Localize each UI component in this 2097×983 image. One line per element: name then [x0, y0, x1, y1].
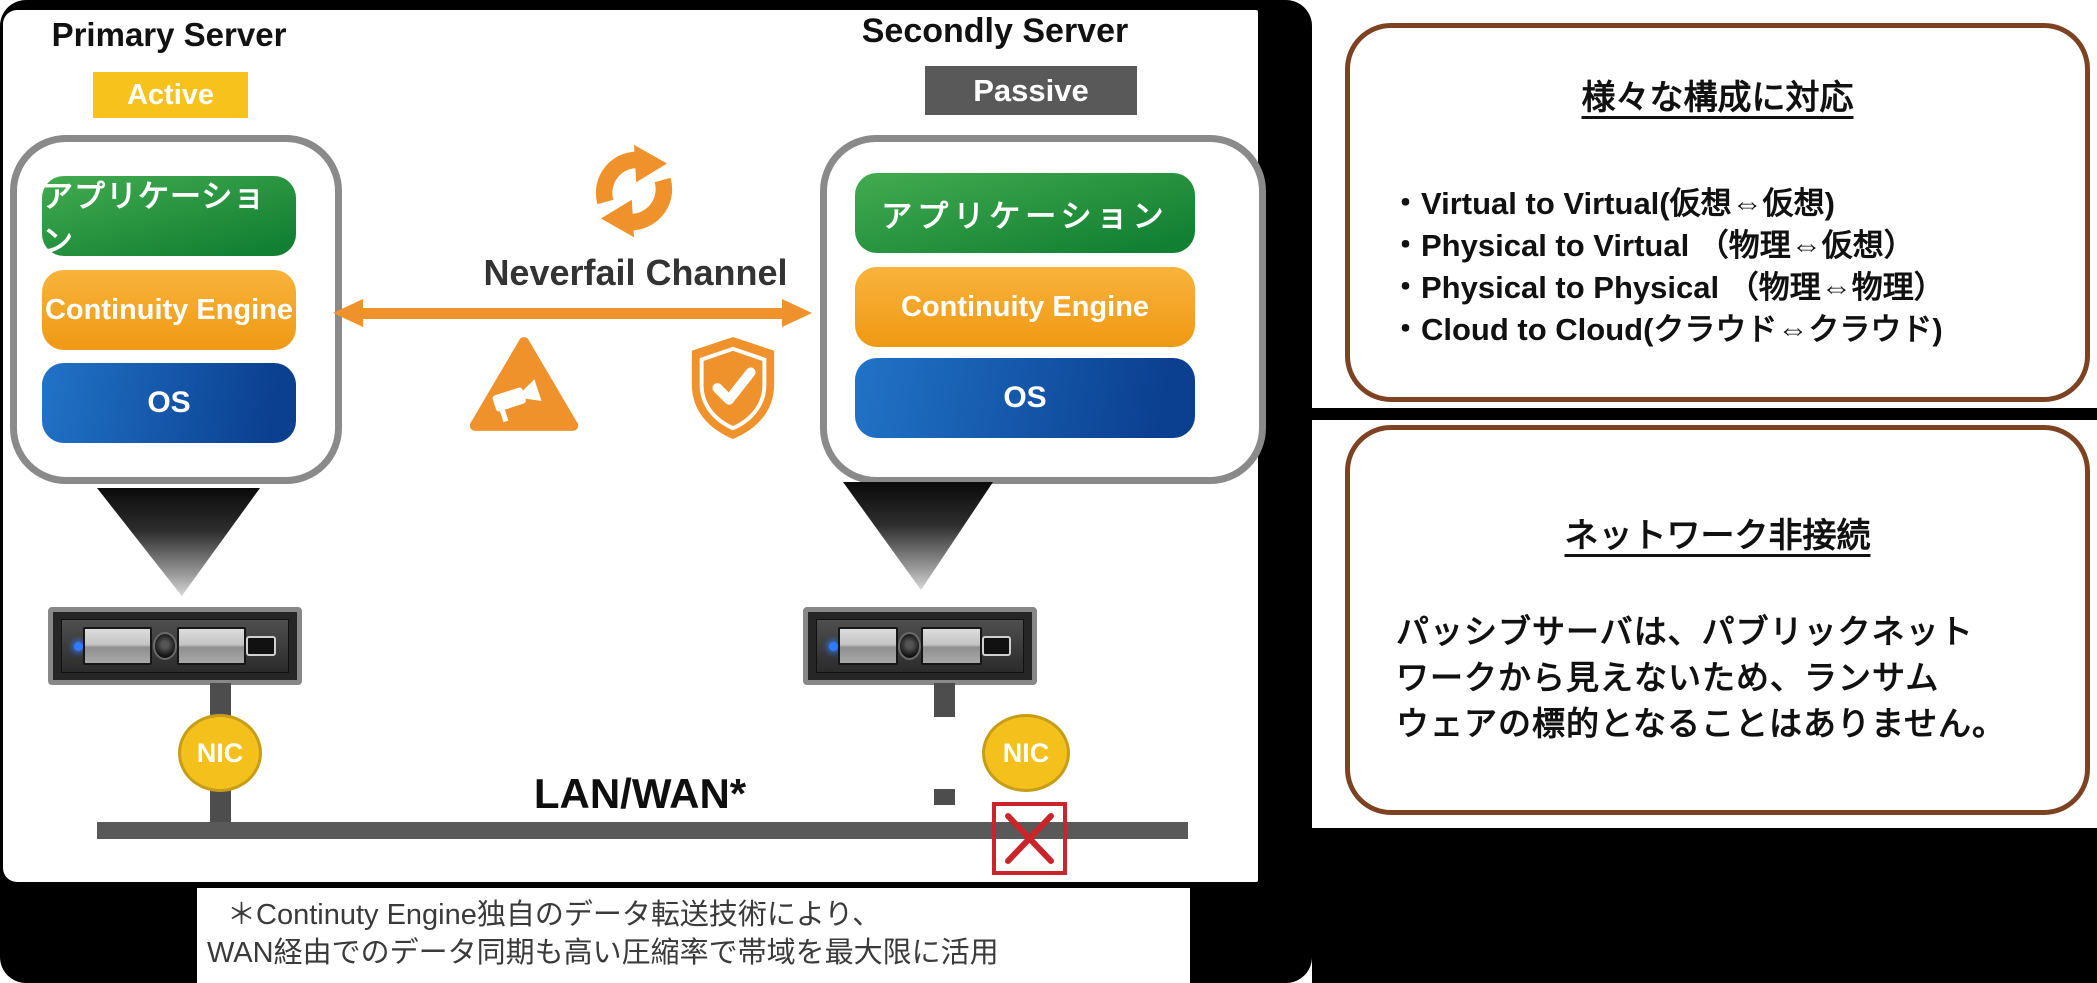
configurations-list: ・Virtual to Virtual(仮想⇔仮想) ・Physical to …	[1390, 183, 2085, 351]
list-item: ・Physical to Virtual （物理⇔仮想）	[1390, 228, 1915, 263]
usb-port	[246, 636, 276, 656]
lan-wan-label: LAN/WAN*	[533, 770, 747, 817]
secondary-server-hardware	[803, 607, 1037, 685]
drive-bay	[921, 627, 982, 665]
primary-os-layer: OS	[42, 363, 296, 443]
configurations-panel-title: 様々な構成に対応	[1581, 79, 1854, 117]
channel-double-arrow	[333, 299, 812, 327]
usb-port	[981, 636, 1011, 656]
list-item: ・Physical to Physical （物理⇔物理）	[1390, 270, 1945, 305]
secondary-os-layer: OS	[855, 358, 1195, 438]
text-line: ワークから見えないため、ランサム	[1396, 659, 1940, 696]
text-line: ウェアの標的となることはありません。	[1396, 705, 2007, 742]
panel-divider-bar	[1312, 408, 2097, 420]
list-item: ・Cloud to Cloud(クラウド⇔クラウド)	[1390, 312, 1943, 347]
primary-lan-connector	[210, 789, 231, 825]
drive-bay	[83, 627, 153, 665]
primary-server-hardware	[48, 607, 302, 685]
shield-check-icon	[684, 330, 782, 446]
primary-server-title: Primary Server	[51, 16, 287, 53]
primary-nic-connector	[210, 683, 231, 717]
lock-knob	[152, 632, 177, 660]
secondary-application-layer: アプリケーション	[855, 173, 1195, 253]
text-line: パッシブサーバは、パブリックネット	[1396, 613, 1974, 650]
secondary-hardware-faceplate	[816, 619, 1024, 673]
drive-bay	[176, 627, 246, 665]
secondary-continuity-engine-layer: Continuity Engine	[855, 267, 1195, 347]
red-x-disconnect-icon	[992, 802, 1067, 875]
drive-bay	[837, 627, 899, 665]
footnote-box: ＊Continuty Engine独自のデータ転送技術により、 WAN経由でのデ…	[197, 888, 1190, 983]
surveillance-warning-icon	[466, 334, 582, 434]
power-led	[829, 641, 838, 651]
configurations-panel: 様々な構成に対応 ・Virtual to Virtual(仮想⇔仮想) ・Phy…	[1345, 23, 2090, 402]
secondary-nic-badge: NIC	[982, 714, 1070, 792]
bottom-filler-bar	[1312, 828, 2097, 983]
secondary-nic-connector	[934, 683, 955, 717]
secondary-server-title: Secondly Server	[861, 12, 1129, 50]
passive-status-badge: Passive	[925, 66, 1137, 115]
list-item: ・Virtual to Virtual(仮想⇔仮想)	[1390, 186, 1835, 221]
sync-arrows-icon	[573, 136, 695, 246]
power-led	[74, 641, 83, 651]
footnote-line-2: WAN経由でのデータ同期も高い圧縮率で帯域を最大限に活用	[207, 937, 999, 969]
active-status-badge: Active	[93, 72, 248, 118]
secondary-lan-connector	[934, 789, 955, 805]
lan-wan-line	[97, 822, 1188, 839]
primary-hardware-faceplate	[61, 619, 289, 673]
primary-continuity-engine-layer: Continuity Engine	[42, 270, 296, 350]
footnote-line-1: ＊Continuty Engine独自のデータ転送技術により、	[227, 899, 882, 931]
network-isolation-panel-title: ネットワーク非接続	[1564, 517, 1871, 555]
primary-nic-badge: NIC	[178, 714, 262, 792]
network-isolation-text: パッシブサーバは、パブリックネット ワークから見えないため、ランサム ウェアの標…	[1396, 609, 2085, 747]
primary-application-layer: アプリケーション	[42, 176, 296, 259]
neverfail-channel-label: Neverfail Channel	[483, 252, 788, 293]
network-isolation-panel: ネットワーク非接続 パッシブサーバは、パブリックネット ワークから見えないため、…	[1345, 425, 2090, 815]
lock-knob	[898, 632, 922, 660]
